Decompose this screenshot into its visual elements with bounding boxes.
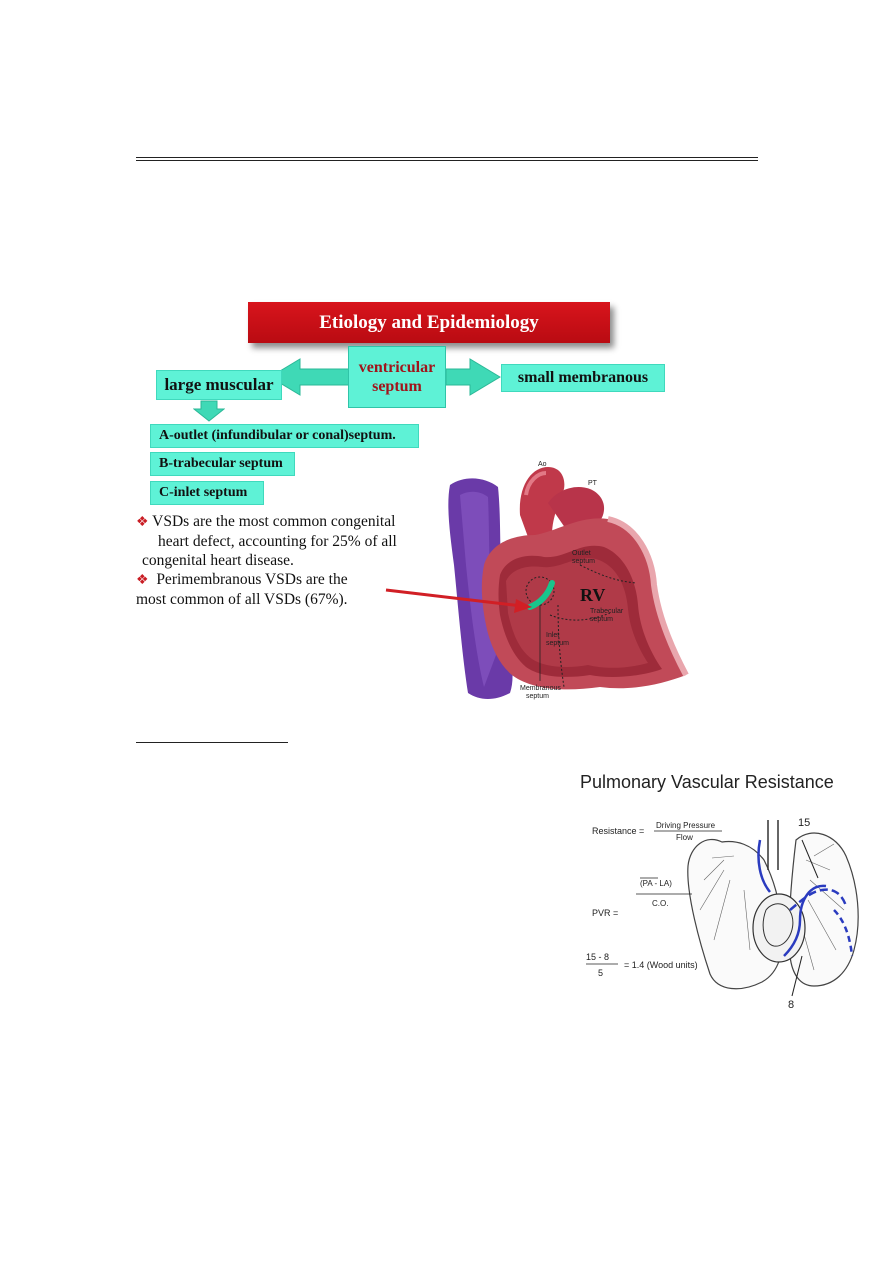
- svg-text:15 - 8: 15 - 8: [586, 952, 609, 962]
- svg-text:septum: septum: [546, 640, 569, 647]
- ventricular-septum-box: ventricular septum: [348, 346, 446, 408]
- etiology-banner: Etiology and Epidemiology: [248, 302, 610, 343]
- subtype-outlet: A-outlet (infundibular or conal)septum.: [150, 424, 419, 448]
- subtype-trabecular: B-trabecular septum: [150, 452, 295, 476]
- section-heading-underline: [136, 742, 288, 743]
- diamond-bullet-icon: ❖: [136, 573, 149, 588]
- marker-15: 15: [798, 817, 810, 829]
- large-muscular-box: large muscular: [156, 370, 282, 400]
- left-box-label: large muscular: [164, 375, 274, 394]
- pvr-figure: Pulmonary Vascular Resistance 15 8 Resis…: [580, 772, 859, 1011]
- center-box-line1: ventricular: [358, 359, 436, 376]
- bullet-1: ❖ VSDs are the most common congenital: [136, 513, 396, 530]
- pvr-title: Pulmonary Vascular Resistance: [580, 772, 834, 792]
- svg-text:Outlet: Outlet: [572, 550, 591, 557]
- down-arrow: [193, 400, 225, 422]
- center-box-line2: septum: [372, 378, 422, 395]
- left-arrow: [269, 358, 351, 396]
- svg-text:5: 5: [598, 968, 603, 978]
- svg-text:Inlet: Inlet: [546, 632, 559, 639]
- bullet-2: ❖ Perimembranous VSDs are the: [136, 571, 348, 588]
- svg-text:C.O.: C.O.: [652, 899, 668, 908]
- banner-title: Etiology and Epidemiology: [319, 311, 539, 333]
- svg-text:PT: PT: [588, 480, 598, 487]
- svg-text:Membranous: Membranous: [520, 685, 561, 692]
- marker-8: 8: [788, 999, 794, 1011]
- svg-text:PVR =: PVR =: [592, 908, 618, 918]
- svg-text:Driving Pressure: Driving Pressure: [656, 821, 716, 830]
- svg-text:Flow: Flow: [676, 833, 693, 842]
- small-membranous-box: small membranous: [501, 364, 665, 392]
- svg-text:Resistance =: Resistance =: [592, 826, 644, 836]
- svg-text:= 1.4 (Wood units): = 1.4 (Wood units): [624, 960, 698, 970]
- svg-text:septum: septum: [572, 558, 595, 565]
- svg-text:(PA - LA): (PA - LA): [640, 879, 672, 888]
- svg-text:RV: RV: [580, 585, 605, 605]
- right-box-label: small membranous: [517, 369, 649, 386]
- svg-text:Ao: Ao: [538, 461, 547, 468]
- svg-text:septum: septum: [590, 616, 613, 623]
- red-pointer-arrow: [385, 588, 532, 613]
- header-rule: [136, 157, 758, 161]
- svg-text:Trabecular: Trabecular: [590, 608, 624, 615]
- heart-septum-figure: Ao PT Outlet septum RV Trabecular septum…: [448, 461, 689, 700]
- subtype-inlet: C-inlet septum: [150, 481, 264, 505]
- svg-text:septum: septum: [526, 693, 549, 700]
- right-arrow: [445, 358, 501, 396]
- diamond-bullet-icon: ❖: [136, 515, 149, 530]
- vsd-bullets: ❖ VSDs are the most common congenital he…: [136, 512, 454, 609]
